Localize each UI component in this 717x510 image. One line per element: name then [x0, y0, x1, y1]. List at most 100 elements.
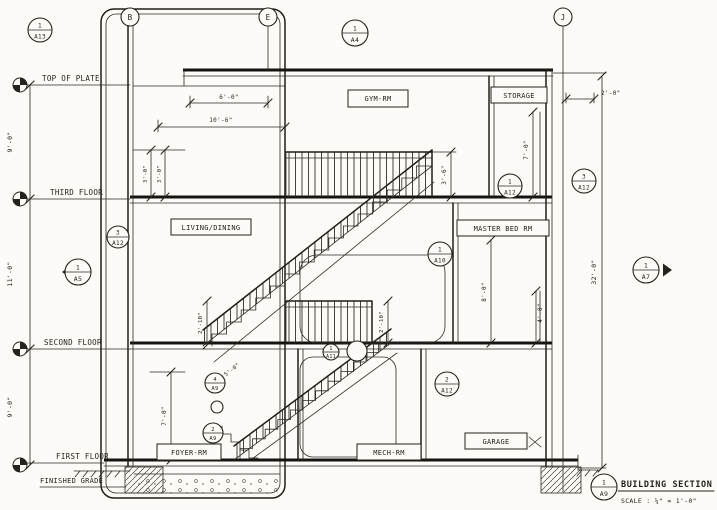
- dim-label-left-lower: 9'-0": [6, 396, 14, 417]
- ref-number: 1: [76, 264, 80, 272]
- ref-sheet: A7: [642, 273, 650, 281]
- dim-label-stair-width: 5'-0": [223, 362, 241, 378]
- grade-hatch-ticks: [74, 469, 599, 478]
- room-box-storage: [490, 86, 548, 104]
- ref-marker-small-blank-circle: [210, 400, 224, 414]
- ref-marker-a12-right: 3 A12: [571, 168, 597, 194]
- datum-target-icon: [12, 457, 28, 473]
- stair-tower-outline: [100, 8, 286, 499]
- lower-flight-handrail: [233, 328, 392, 447]
- grid-label-e: E: [266, 13, 271, 22]
- room-box-mech: [356, 443, 422, 461]
- dim-label-storage-door: 7'-0": [523, 140, 530, 160]
- room-box-master: [456, 219, 550, 237]
- dimension-lines: [29, 75, 603, 469]
- grid-label-b: B: [128, 13, 133, 22]
- room-label-gym: GYM-RM: [364, 95, 391, 103]
- roof-and-floor-heavy-lines: [104, 68, 578, 462]
- drawing-title: BUILDING SECTION: [621, 480, 712, 490]
- dim-label-gym-depth: 10'-6": [209, 117, 232, 124]
- lower-flight-steps: [239, 342, 392, 459]
- ref-number: 1: [38, 23, 42, 30]
- dim-label-rail-right: 2'-10": [379, 311, 385, 333]
- dim-label-left-mid: 11'-0": [6, 261, 14, 286]
- garage-door-mark-icon: [528, 436, 542, 448]
- stair-stringers: [213, 181, 435, 460]
- grid-label-j: J: [561, 13, 566, 22]
- ref-marker-a9-lower: 2 A9: [202, 422, 224, 444]
- dim-label-left-upper: 9'-0": [6, 131, 14, 152]
- ref-marker-a11: 1 A11: [322, 343, 340, 361]
- extension-lines: [132, 72, 607, 469]
- ref-marker-a9-upper: 4 A9: [204, 372, 226, 394]
- ref-sheet: A13: [34, 34, 46, 41]
- ref-number: 1: [644, 262, 648, 270]
- ref-marker-blank-circle: [346, 340, 368, 362]
- room-box-garage: [464, 432, 528, 450]
- ref-number: 1: [438, 247, 442, 254]
- level-label-top-of-plate: TOP OF PLATE: [42, 74, 100, 83]
- title-ref-sheet: A9: [600, 490, 608, 498]
- room-box-living: [170, 218, 252, 236]
- floor-levels: TOP OF PLATE THIRD FLOOR SECOND FLOOR FI…: [12, 74, 131, 488]
- datum-target-icon: [12, 77, 28, 93]
- section-arrow-right-icon: [663, 263, 672, 277]
- ref-number: 1: [508, 179, 512, 186]
- room-label-foyer: FOYER-RM: [171, 449, 207, 457]
- ref-marker-a12-left: 3 A12: [106, 225, 130, 249]
- dim-label-third-sill-b: 3'-0": [157, 165, 163, 183]
- stairs: [202, 149, 435, 461]
- dim-label-rail-left: 2'-10": [198, 312, 204, 334]
- ref-marker-a12-mid: 1 A12: [497, 173, 523, 199]
- title-ref-number: 1: [602, 479, 606, 487]
- room-labels: GYM-RM STORAGE LIVING/DINING MASTER BED …: [156, 86, 550, 461]
- footings-and-grade: [73, 466, 601, 495]
- ref-sheet: A12: [441, 388, 453, 395]
- structure: [100, 8, 579, 499]
- lower-flight-rail-bottom: [233, 342, 392, 461]
- ref-sheet: A11: [326, 354, 336, 360]
- ref-sheet: A12: [504, 190, 516, 197]
- ref-marker-a12-lower: 2 A12: [434, 371, 460, 397]
- level-label-finished-grade: FINISHED GRADE: [40, 477, 103, 485]
- room-label-master: MASTER BED RM: [474, 225, 533, 233]
- level-label-third-floor: THIRD FLOOR: [50, 188, 103, 197]
- dim-label-gym-width: 6'-0": [219, 94, 239, 101]
- title-block: 1 A9 BUILDING SECTION SCALE : ¼" = 1'-0": [590, 473, 715, 505]
- ref-sheet: A12: [578, 185, 590, 192]
- datum-target-icon: [12, 341, 28, 357]
- upper-flight-steps: [211, 165, 432, 347]
- third-floor-rail-lower: [285, 151, 433, 198]
- ref-number: 1: [329, 346, 332, 352]
- ref-number: 3: [582, 174, 586, 181]
- ref-marker-a5: 1 A5: [62, 258, 92, 286]
- ref-sheet: A12: [112, 240, 124, 247]
- ref-number: 2: [211, 427, 215, 433]
- ref-marker-a10: 1 A10: [427, 241, 453, 267]
- upper-flight-railing-balusters: [203, 150, 432, 346]
- ref-number: 1: [353, 25, 357, 33]
- ref-markers: 1 A13 1 A4 1 A5 1 A7 3 A12 1 A12: [27, 17, 672, 444]
- datum-target-icon: [12, 191, 28, 207]
- grid-bubbles: B E J: [120, 7, 573, 27]
- ref-sheet: A10: [434, 258, 446, 265]
- second-floor-handrail: [285, 300, 373, 344]
- level-leader-lines: [25, 84, 131, 488]
- level-label-first-floor: FIRST FLOOR: [56, 452, 109, 461]
- room-label-mech: MECH-RM: [373, 449, 405, 457]
- ref-marker-a7: 1 A7: [632, 256, 672, 284]
- ref-marker-a13: 1 A13: [27, 17, 53, 43]
- second-floor-rail-lower: [285, 300, 373, 344]
- dim-label-master-window: 4'-0": [537, 303, 544, 323]
- ref-number: 3: [116, 230, 120, 237]
- dim-label-rail-third: 3'-6": [441, 165, 448, 185]
- thin-wall-lines: [132, 25, 579, 493]
- level-label-second-floor: SECOND FLOOR: [44, 338, 102, 347]
- grid-bubble-e: [258, 7, 278, 27]
- ref-marker-a4: 1 A4: [341, 19, 369, 47]
- roof-and-floor-thin-lines: [103, 69, 579, 467]
- third-floor-railing-balusters: [286, 152, 432, 197]
- ref-number: 2: [445, 377, 449, 384]
- lower-flight-railing-balusters: [234, 329, 391, 460]
